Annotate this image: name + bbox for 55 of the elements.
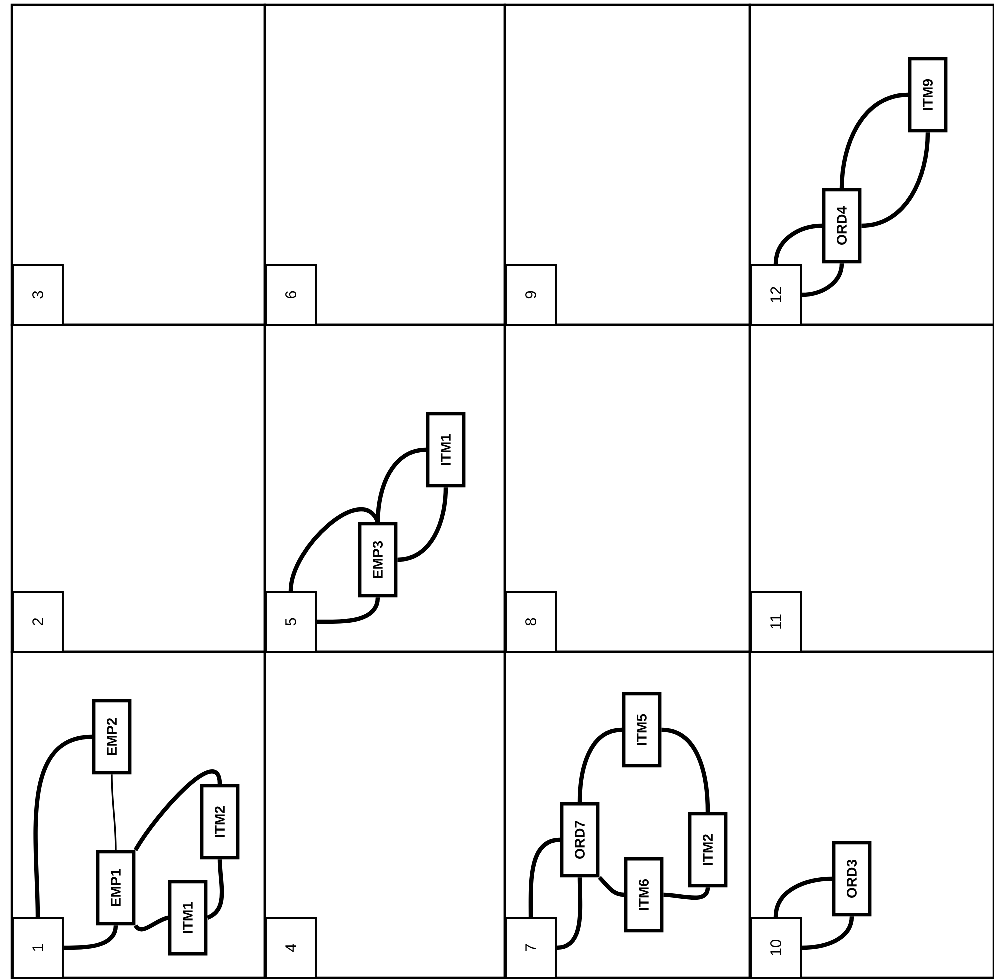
grid-cell [748,324,994,654]
cell-number-box: 4 [265,917,317,979]
connector-line [802,264,844,298]
cell-number-box: 5 [265,591,317,653]
connector-line [34,734,93,918]
entity-box: ITM5 [622,692,662,768]
connector-line [840,92,909,188]
connector-line [661,728,710,812]
cell-number-box: 2 [12,591,64,653]
grid-cell [504,324,752,654]
grid-cell [504,650,752,980]
entity-box: EMP2 [92,699,132,775]
grid-cell [10,4,266,326]
connector-line [134,770,222,852]
connector-line [398,488,448,562]
grid-cell [504,4,752,326]
connector-line [802,916,854,950]
connector-line [578,728,623,802]
entity-box: ITM1 [168,880,208,956]
cell-number-box: 1 [12,917,64,979]
grid-cell [264,324,506,654]
cell-number-box: 6 [265,264,317,326]
grid-cell [748,650,994,980]
connector-line [774,224,822,264]
entity-box: ORD7 [560,802,600,878]
connector-line [288,508,380,592]
connector-line [774,876,832,918]
connector-line [598,876,624,898]
cell-number-box: 11 [750,591,802,653]
entity-box: ORD4 [822,188,862,264]
entity-box: EMP3 [358,522,398,598]
cell-number-box: 9 [505,264,557,326]
connector-line [376,448,427,522]
entity-box: ORD3 [832,841,872,917]
grid-cell [748,4,994,326]
cell-number-box: 10 [750,917,802,979]
entity-box: ITM1 [426,412,466,488]
connector-line [111,774,117,850]
grid-cell [264,650,506,980]
entity-box: ITM9 [908,57,948,133]
cell-number-box: 12 [750,264,802,326]
cell-number-box: 3 [12,264,64,326]
grid-cell [10,324,266,654]
connector-line [134,916,169,932]
cell-number-box: 8 [505,591,557,653]
grid-cell [10,650,266,980]
connector-line [862,132,930,228]
entity-box: EMP1 [96,850,136,926]
connector-line [528,838,561,918]
entity-box: ITM6 [624,857,664,933]
grid-cell [264,4,506,326]
cell-number-box: 7 [505,917,557,979]
entity-box: ITM2 [200,784,240,860]
connector-line [64,925,118,950]
entity-box: ITM2 [688,812,728,888]
